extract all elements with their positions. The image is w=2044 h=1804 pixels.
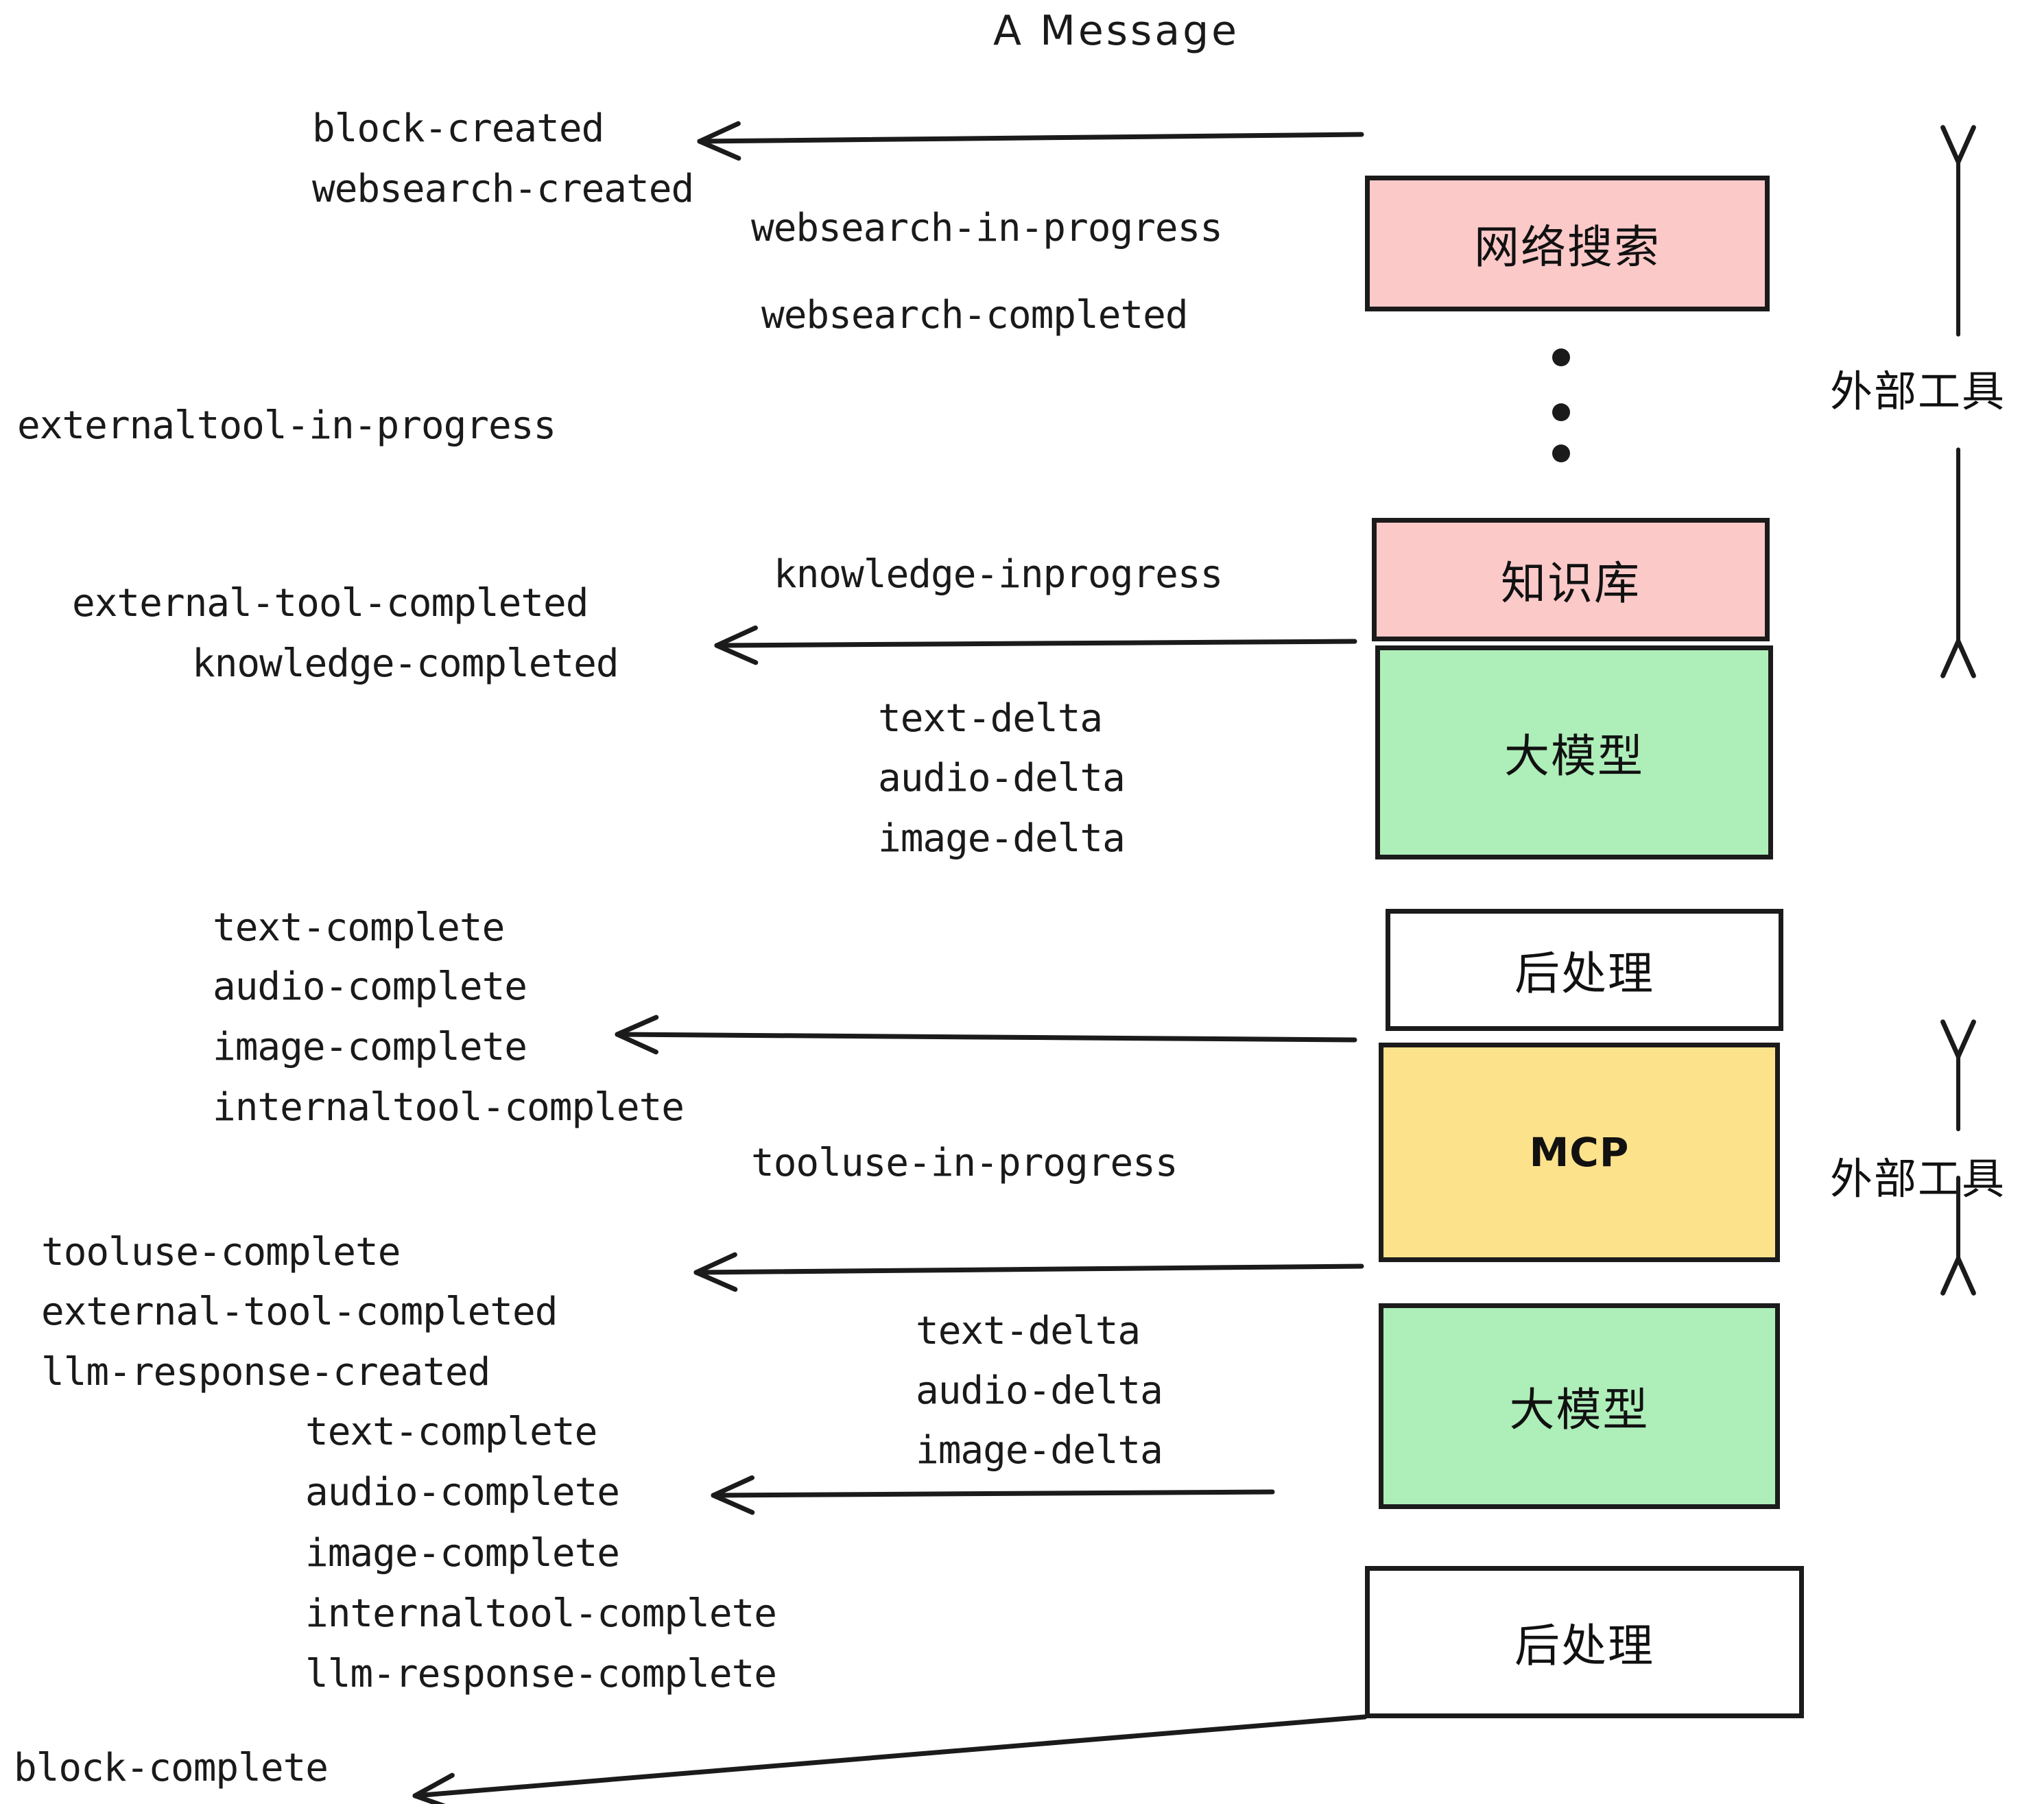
- node-label: 后处理: [1514, 1619, 1654, 1672]
- node-postprocess-first[interactable]: 后处理: [1386, 909, 1783, 1031]
- event-label: audio-complete: [305, 1470, 620, 1515]
- event-label: external-tool-completed: [72, 581, 589, 626]
- external-tools-label: 外部工具: [1830, 1154, 2006, 1204]
- ellipsis-dot: [1552, 444, 1570, 462]
- event-label: block-created: [312, 106, 604, 151]
- event-label: knowledge-completed: [192, 641, 619, 686]
- node-label: 大模型: [1504, 730, 1644, 783]
- event-label: websearch-in-progress: [751, 206, 1223, 250]
- node-label: 大模型: [1509, 1384, 1650, 1436]
- event-label: knowledge-inprogress: [774, 552, 1223, 597]
- event-label: llm-response-created: [41, 1350, 490, 1394]
- arrow-block-complete: [412, 1714, 1368, 1804]
- event-label: llm-response-complete: [305, 1652, 777, 1696]
- node-label: 知识库: [1501, 557, 1641, 610]
- page-title: A Message: [993, 7, 1240, 55]
- event-label: websearch-completed: [761, 293, 1189, 337]
- event-label: text-delta: [916, 1309, 1141, 1353]
- event-label: internaltool-complete: [213, 1085, 685, 1130]
- arrow-block-created: [697, 121, 1364, 161]
- event-label: text-complete: [305, 1410, 597, 1454]
- event-label: internaltool-complete: [305, 1591, 777, 1636]
- node-mcp[interactable]: MCP: [1379, 1043, 1780, 1262]
- arrow-audio-complete: [711, 1475, 1275, 1515]
- node-postprocess-second[interactable]: 后处理: [1365, 1566, 1804, 1718]
- node-label: 后处理: [1514, 947, 1654, 1000]
- ellipsis-dot: [1552, 348, 1570, 366]
- event-label: text-complete: [213, 905, 505, 950]
- arrow-image-complete: [615, 1014, 1357, 1055]
- external-tools-label: 外部工具: [1830, 366, 2006, 416]
- event-label: image-complete: [213, 1025, 527, 1069]
- node-websearch[interactable]: 网络搜索: [1365, 176, 1770, 311]
- ellipsis-dot: [1552, 403, 1570, 421]
- event-label: tooluse-complete: [41, 1230, 401, 1274]
- node-llm-first[interactable]: 大模型: [1375, 645, 1773, 859]
- arrow-tooluse-complete: [693, 1252, 1364, 1292]
- arrow-knowledge-done: [714, 625, 1357, 665]
- event-label: image-complete: [305, 1531, 620, 1576]
- event-label: tooluse-in-progress: [751, 1141, 1178, 1185]
- event-label: audio-delta: [916, 1368, 1163, 1413]
- event-label: websearch-created: [312, 167, 694, 211]
- node-label: 网络搜索: [1474, 221, 1661, 274]
- event-label: image-delta: [916, 1428, 1163, 1473]
- event-label: external-tool-completed: [41, 1290, 558, 1334]
- event-label: externaltool-in-progress: [17, 403, 556, 448]
- event-label: audio-delta: [878, 756, 1126, 800]
- node-label: MCP: [1529, 1129, 1630, 1176]
- node-llm-second[interactable]: 大模型: [1379, 1303, 1780, 1509]
- node-knowledge-base[interactable]: 知识库: [1372, 518, 1770, 641]
- event-label: audio-complete: [213, 964, 527, 1009]
- event-label: image-delta: [878, 816, 1126, 861]
- event-label: text-delta: [878, 696, 1103, 741]
- event-label: block-complete: [14, 1746, 329, 1790]
